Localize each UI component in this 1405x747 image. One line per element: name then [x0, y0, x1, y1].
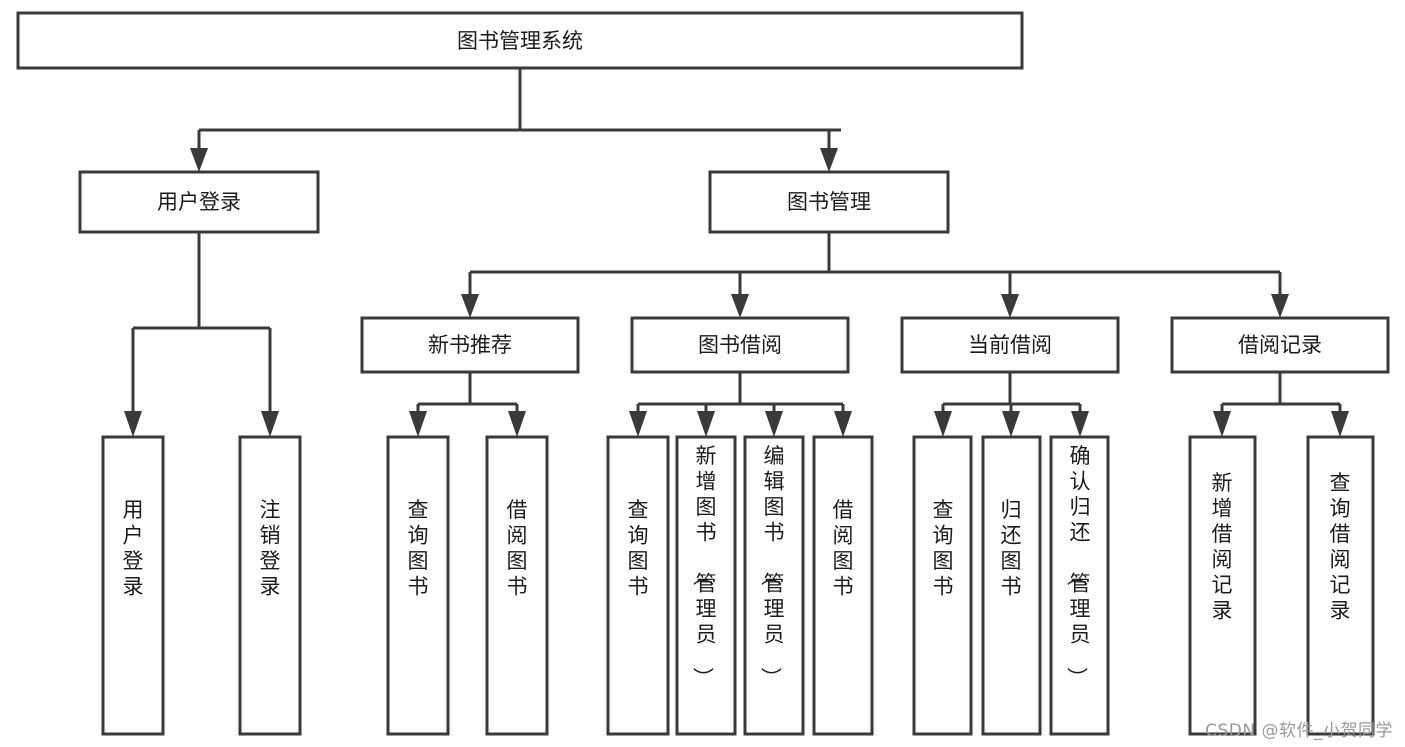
node-leaf-logout-login[interactable]: 注销登录 [238, 435, 302, 736]
arrowhead-leaf-confirm-return [1071, 411, 1089, 437]
arrowhead-current-borrow [1001, 294, 1019, 318]
node-leaf-add-book-admin-label: 新增图书（管理员） [691, 444, 717, 688]
node-leaf-edit-book-admin-box[interactable] [743, 435, 805, 736]
node-leaf-query-book-1[interactable]: 查询图书 [386, 435, 450, 736]
arrowhead-user-login [190, 148, 208, 172]
node-leaf-borrow-book-1-box[interactable] [485, 435, 549, 736]
node-book-borrow[interactable]: 图书借阅 [630, 316, 850, 374]
node-leaf-logout-login-box[interactable] [238, 435, 302, 736]
arrowhead-leaf-edit-book-admin [765, 411, 783, 437]
node-leaf-add-book-admin[interactable]: 新增图书（管理员） [675, 435, 737, 736]
node-current-borrow-label: 当前借阅 [968, 333, 1052, 357]
node-leaf-return-book[interactable]: 归还图书 [981, 435, 1042, 736]
node-user-login-label: 用户登录 [157, 190, 241, 214]
node-book-borrow-label: 图书借阅 [698, 333, 782, 357]
node-leaf-user-login[interactable]: 用户登录 [101, 435, 165, 736]
arrowhead-borrow-record [1271, 294, 1289, 318]
node-leaf-confirm-return[interactable]: 确认归还（管理员） [1049, 435, 1110, 736]
node-user-login-box[interactable] [78, 170, 320, 234]
arrowhead-leaf-add-book-admin [697, 411, 715, 437]
node-leaf-return-book-label: 归还图书 [1001, 498, 1022, 599]
node-leaf-add-borrow-record[interactable]: 新增借阅记录 [1188, 435, 1257, 736]
node-leaf-edit-book-admin-label: 编辑图书（管理员） [759, 444, 785, 688]
node-leaf-borrow-book-2[interactable]: 借阅图书 [812, 435, 874, 736]
node-leaf-query-borrow-record-box[interactable] [1306, 435, 1375, 736]
node-borrow-record[interactable]: 借阅记录 [1170, 316, 1390, 374]
node-leaf-query-book-2[interactable]: 查询图书 [606, 435, 670, 736]
node-leaf-confirm-return-box[interactable] [1049, 435, 1110, 736]
node-leaf-logout-login-label: 注销登录 [260, 498, 281, 599]
arrowhead-new-book-recommend [461, 294, 479, 318]
node-leaf-borrow-book-2-box[interactable] [812, 435, 874, 736]
node-leaf-query-book-3-box[interactable] [912, 435, 973, 736]
node-current-borrow-box[interactable] [900, 316, 1120, 374]
arrowhead-leaf-logout-login [261, 411, 279, 437]
node-leaf-borrow-book-1[interactable]: 借阅图书 [485, 435, 549, 736]
node-user-login[interactable]: 用户登录 [78, 170, 320, 234]
node-leaf-user-login-label: 用户登录 [123, 498, 144, 599]
node-new-book-recommend-box[interactable] [360, 316, 580, 374]
node-leaf-borrow-book-1-label: 借阅图书 [507, 498, 528, 599]
node-new-book-recommend[interactable]: 新书推荐 [360, 316, 580, 374]
node-root-box[interactable] [16, 11, 1024, 70]
node-leaf-query-borrow-record-label: 查询借阅记录 [1330, 471, 1351, 623]
arrowhead-leaf-borrow-book-2 [834, 411, 852, 437]
arrowhead-leaf-add-borrow-record [1213, 411, 1231, 437]
node-root[interactable]: 图书管理系统 [16, 11, 1024, 70]
node-leaf-edit-book-admin[interactable]: 编辑图书（管理员） [743, 435, 805, 736]
arrowhead-book-manage [820, 148, 838, 172]
arrowhead-leaf-query-borrow-record [1331, 411, 1349, 437]
node-leaf-query-book-2-label: 查询图书 [628, 498, 649, 599]
node-leaf-return-book-box[interactable] [981, 435, 1042, 736]
node-book-manage-box[interactable] [708, 170, 950, 234]
node-book-manage[interactable]: 图书管理 [708, 170, 950, 234]
connector-layer [124, 68, 1349, 437]
node-root-label: 图书管理系统 [457, 29, 583, 53]
node-leaf-add-book-admin-box[interactable] [675, 435, 737, 736]
node-borrow-record-label: 借阅记录 [1238, 333, 1322, 357]
node-leaf-user-login-box[interactable] [101, 435, 165, 736]
node-leaf-query-book-3[interactable]: 查询图书 [912, 435, 973, 736]
arrowhead-leaf-query-book-2 [629, 411, 647, 437]
node-new-book-recommend-label: 新书推荐 [428, 333, 512, 357]
node-leaf-query-borrow-record[interactable]: 查询借阅记录 [1306, 435, 1375, 736]
node-leaf-query-book-1-box[interactable] [386, 435, 450, 736]
node-borrow-record-box[interactable] [1170, 316, 1390, 374]
node-book-manage-label: 图书管理 [787, 190, 871, 214]
arrowhead-leaf-borrow-book-1 [508, 411, 526, 437]
node-leaf-add-borrow-record-box[interactable] [1188, 435, 1257, 736]
node-leaf-add-borrow-record-label: 新增借阅记录 [1212, 471, 1233, 623]
node-leaf-confirm-return-label: 确认归还（管理员） [1065, 444, 1091, 688]
node-current-borrow[interactable]: 当前借阅 [900, 316, 1120, 374]
arrowhead-leaf-query-book-3 [934, 411, 952, 437]
node-book-borrow-box[interactable] [630, 316, 850, 374]
arrowhead-leaf-user-login [124, 411, 142, 437]
arrowhead-book-borrow [731, 294, 749, 318]
node-leaf-query-book-2-box[interactable] [606, 435, 670, 736]
node-leaf-borrow-book-2-label: 借阅图书 [833, 498, 854, 599]
node-leaf-query-book-1-label: 查询图书 [408, 498, 429, 599]
node-leaf-query-book-3-label: 查询图书 [933, 498, 954, 599]
arrowhead-leaf-return-book [1002, 411, 1020, 437]
arrowhead-leaf-query-book-1 [409, 411, 427, 437]
